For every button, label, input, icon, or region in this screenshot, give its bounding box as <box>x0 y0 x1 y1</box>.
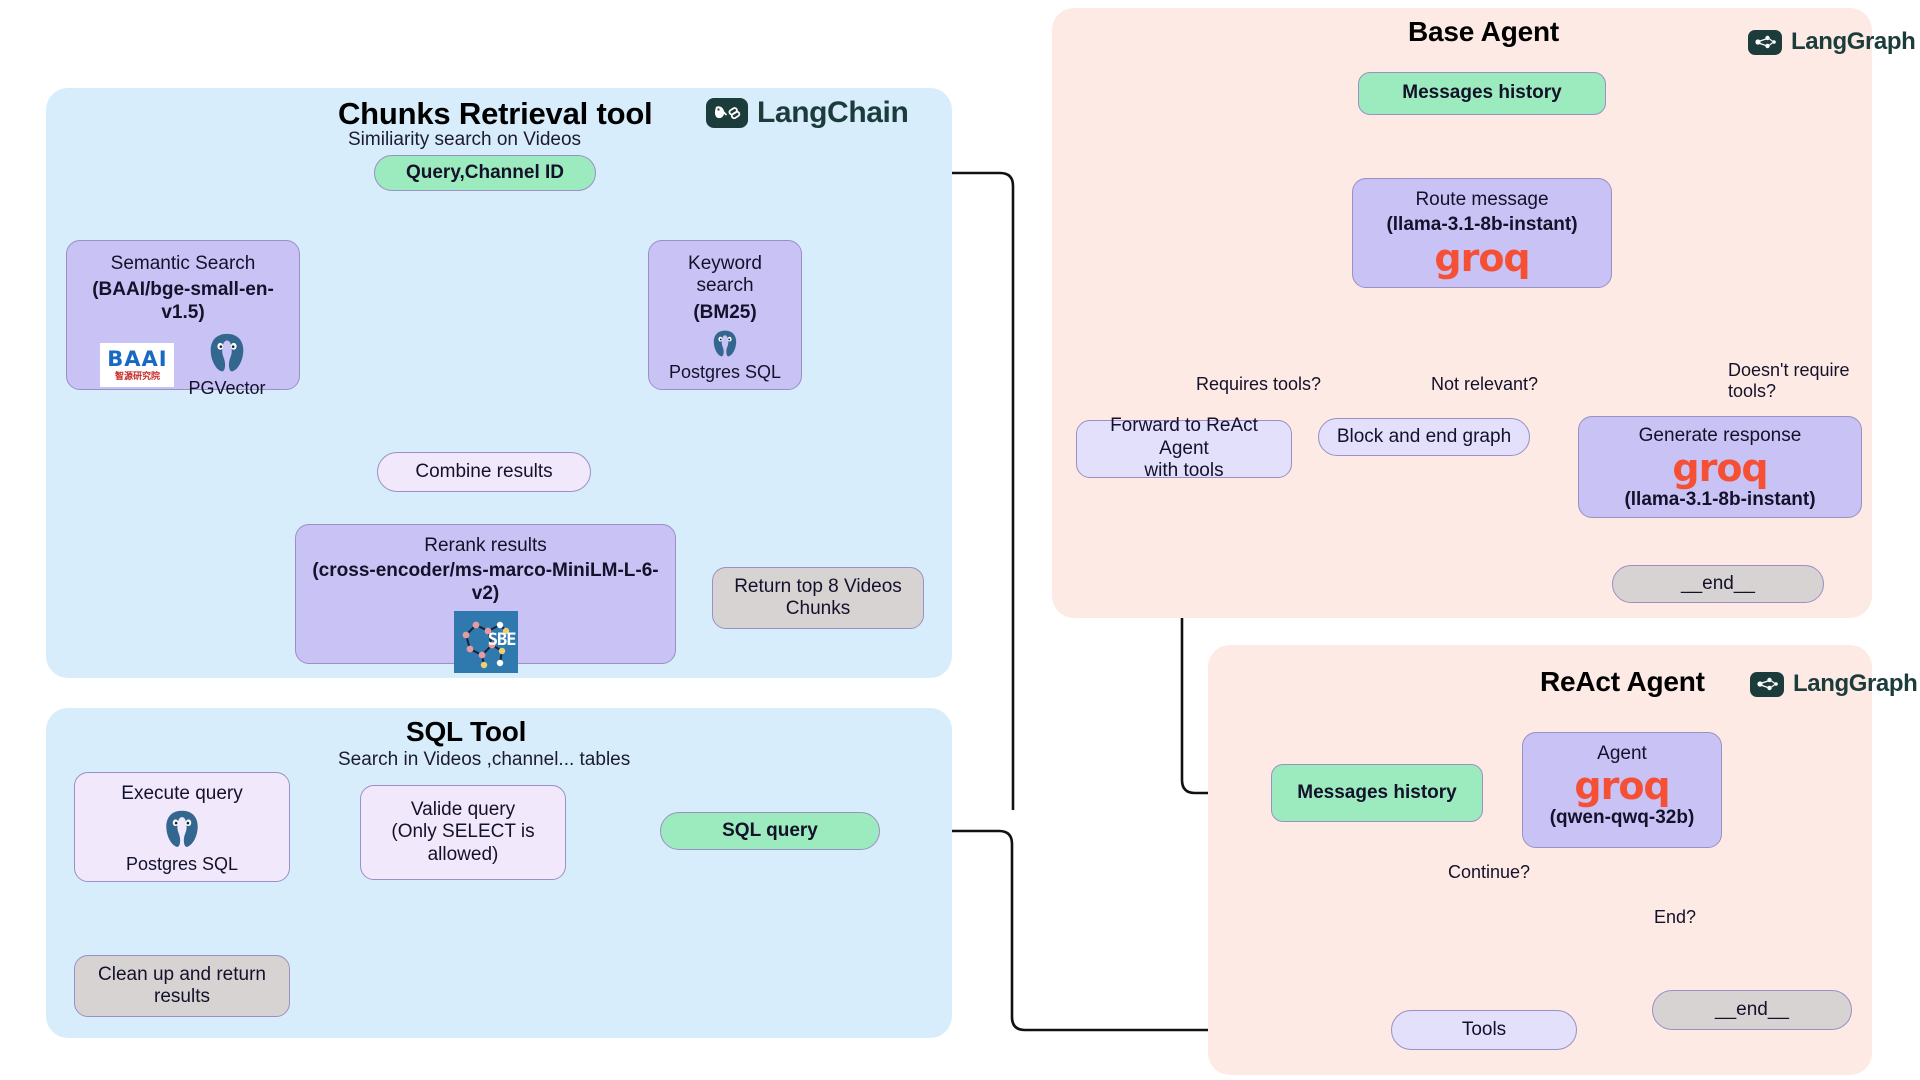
postgresql-elephant-icon <box>166 811 198 848</box>
rerank-title: Rerank results <box>424 535 547 556</box>
langchain-brand: LangChain <box>706 96 909 130</box>
route-message-title: Route message <box>1415 189 1549 210</box>
pgvector-label: PGVector <box>188 378 266 399</box>
route-message-model: (llama-3.1-8b-instant) <box>1386 214 1578 236</box>
rerank-model: (cross-encoder/ms-marco-MiniLM-L-6-v2) <box>312 560 659 604</box>
react-agent-panel-title: ReAct Agent <box>1540 666 1705 697</box>
semantic-search-title: Semantic Search <box>110 253 256 274</box>
groq-logo: groq <box>1672 446 1768 491</box>
node-clean-up-and-return-results[interactable]: Clean up and return results <box>74 955 290 1017</box>
node-base-messages-history[interactable]: Messages history <box>1358 72 1606 115</box>
execute-query-title: Execute query <box>121 783 243 804</box>
langchain-brand-label: LangChain <box>757 96 909 129</box>
langgraph-icon <box>1750 671 1784 697</box>
node-base-end[interactable]: __end__ <box>1612 565 1824 603</box>
chunks-panel-title: Chunks Retrieval tool <box>338 96 653 131</box>
langgraph-brand-label-react: LangGraph <box>1793 670 1918 697</box>
node-react-end[interactable]: __end__ <box>1652 990 1852 1030</box>
node-block-and-end-graph[interactable]: Block and end graph <box>1318 418 1530 456</box>
edge-label-continue: Continue? <box>1448 862 1531 882</box>
node-valide-query[interactable]: Valide query (Only SELECT is allowed) <box>360 785 566 880</box>
node-semantic-search[interactable]: Semantic Search (BAAI/bge-small-en-v1.5)… <box>66 240 300 398</box>
langgraph-brand-base: LangGraph <box>1748 28 1916 56</box>
edge-label-end: End? <box>1654 907 1697 927</box>
node-tools[interactable]: Tools <box>1391 1010 1577 1050</box>
keyword-search-title: Keyword search <box>688 253 762 297</box>
groq-logo: groq <box>1574 764 1670 809</box>
sql-panel-subtitle: Search in Videos ,channel... tables <box>338 749 631 770</box>
base-agent-panel-title: Base Agent <box>1408 16 1560 47</box>
groq-logo: groq <box>1434 235 1530 280</box>
node-sql-query[interactable]: SQL query <box>660 812 880 850</box>
edge-label-doesnt-require-tools: Doesn't require tools? <box>1728 360 1850 401</box>
langgraph-brand-label-base: LangGraph <box>1791 28 1916 55</box>
sbert-logo-icon: SBE <box>453 611 518 674</box>
keyword-search-model: (BM25) <box>693 301 757 323</box>
baai-logo-icon: BAAI 智源研究院 <box>100 342 175 387</box>
node-react-messages-history[interactable]: Messages history <box>1271 764 1483 822</box>
node-query-channel-id[interactable]: Query,Channel ID <box>374 155 596 191</box>
langgraph-icon <box>1748 29 1782 55</box>
node-react-agent[interactable]: Agent groq (qwen-qwq-32b) <box>1522 732 1722 848</box>
langchain-parrot-link-icon <box>706 98 748 128</box>
generate-response-model: (llama-3.1-8b-instant) <box>1624 489 1816 511</box>
node-generate-response[interactable]: Generate response groq (llama-3.1-8b-ins… <box>1578 416 1862 518</box>
node-return-top-chunks[interactable]: Return top 8 Videos Chunks <box>712 567 924 629</box>
react-agent-model: (qwen-qwq-32b) <box>1549 807 1695 829</box>
postgresql-elephant-icon <box>713 330 737 357</box>
node-combine-results[interactable]: Combine results <box>377 452 591 492</box>
keyword-store-label: Postgres SQL <box>668 361 782 382</box>
node-route-message[interactable]: Route message (llama-3.1-8b-instant) gro… <box>1352 178 1612 288</box>
node-execute-query[interactable]: Execute query Postgres SQL <box>74 772 290 882</box>
postgresql-elephant-icon <box>210 334 244 372</box>
sql-panel-title: SQL Tool <box>406 716 527 747</box>
edge-label-requires-tools: Requires tools? <box>1196 374 1322 394</box>
node-keyword-search[interactable]: Keyword search (BM25) Postgres SQL <box>648 240 802 390</box>
react-agent-title: Agent <box>1597 743 1647 764</box>
execute-query-store: Postgres SQL <box>125 853 239 874</box>
generate-response-title: Generate response <box>1638 425 1802 446</box>
langgraph-brand-react: LangGraph <box>1750 670 1918 698</box>
node-rerank-results[interactable]: Rerank results (cross-encoder/ms-marco-M… <box>295 524 676 674</box>
semantic-search-model: (BAAI/bge-small-en-v1.5) <box>92 279 274 323</box>
chunks-panel-subtitle: Similiarity search on Videos <box>348 129 582 150</box>
node-forward-to-react-agent[interactable]: Forward to ReAct Agent with tools <box>1076 415 1292 481</box>
edge-label-not-relevant: Not relevant? <box>1431 374 1539 394</box>
